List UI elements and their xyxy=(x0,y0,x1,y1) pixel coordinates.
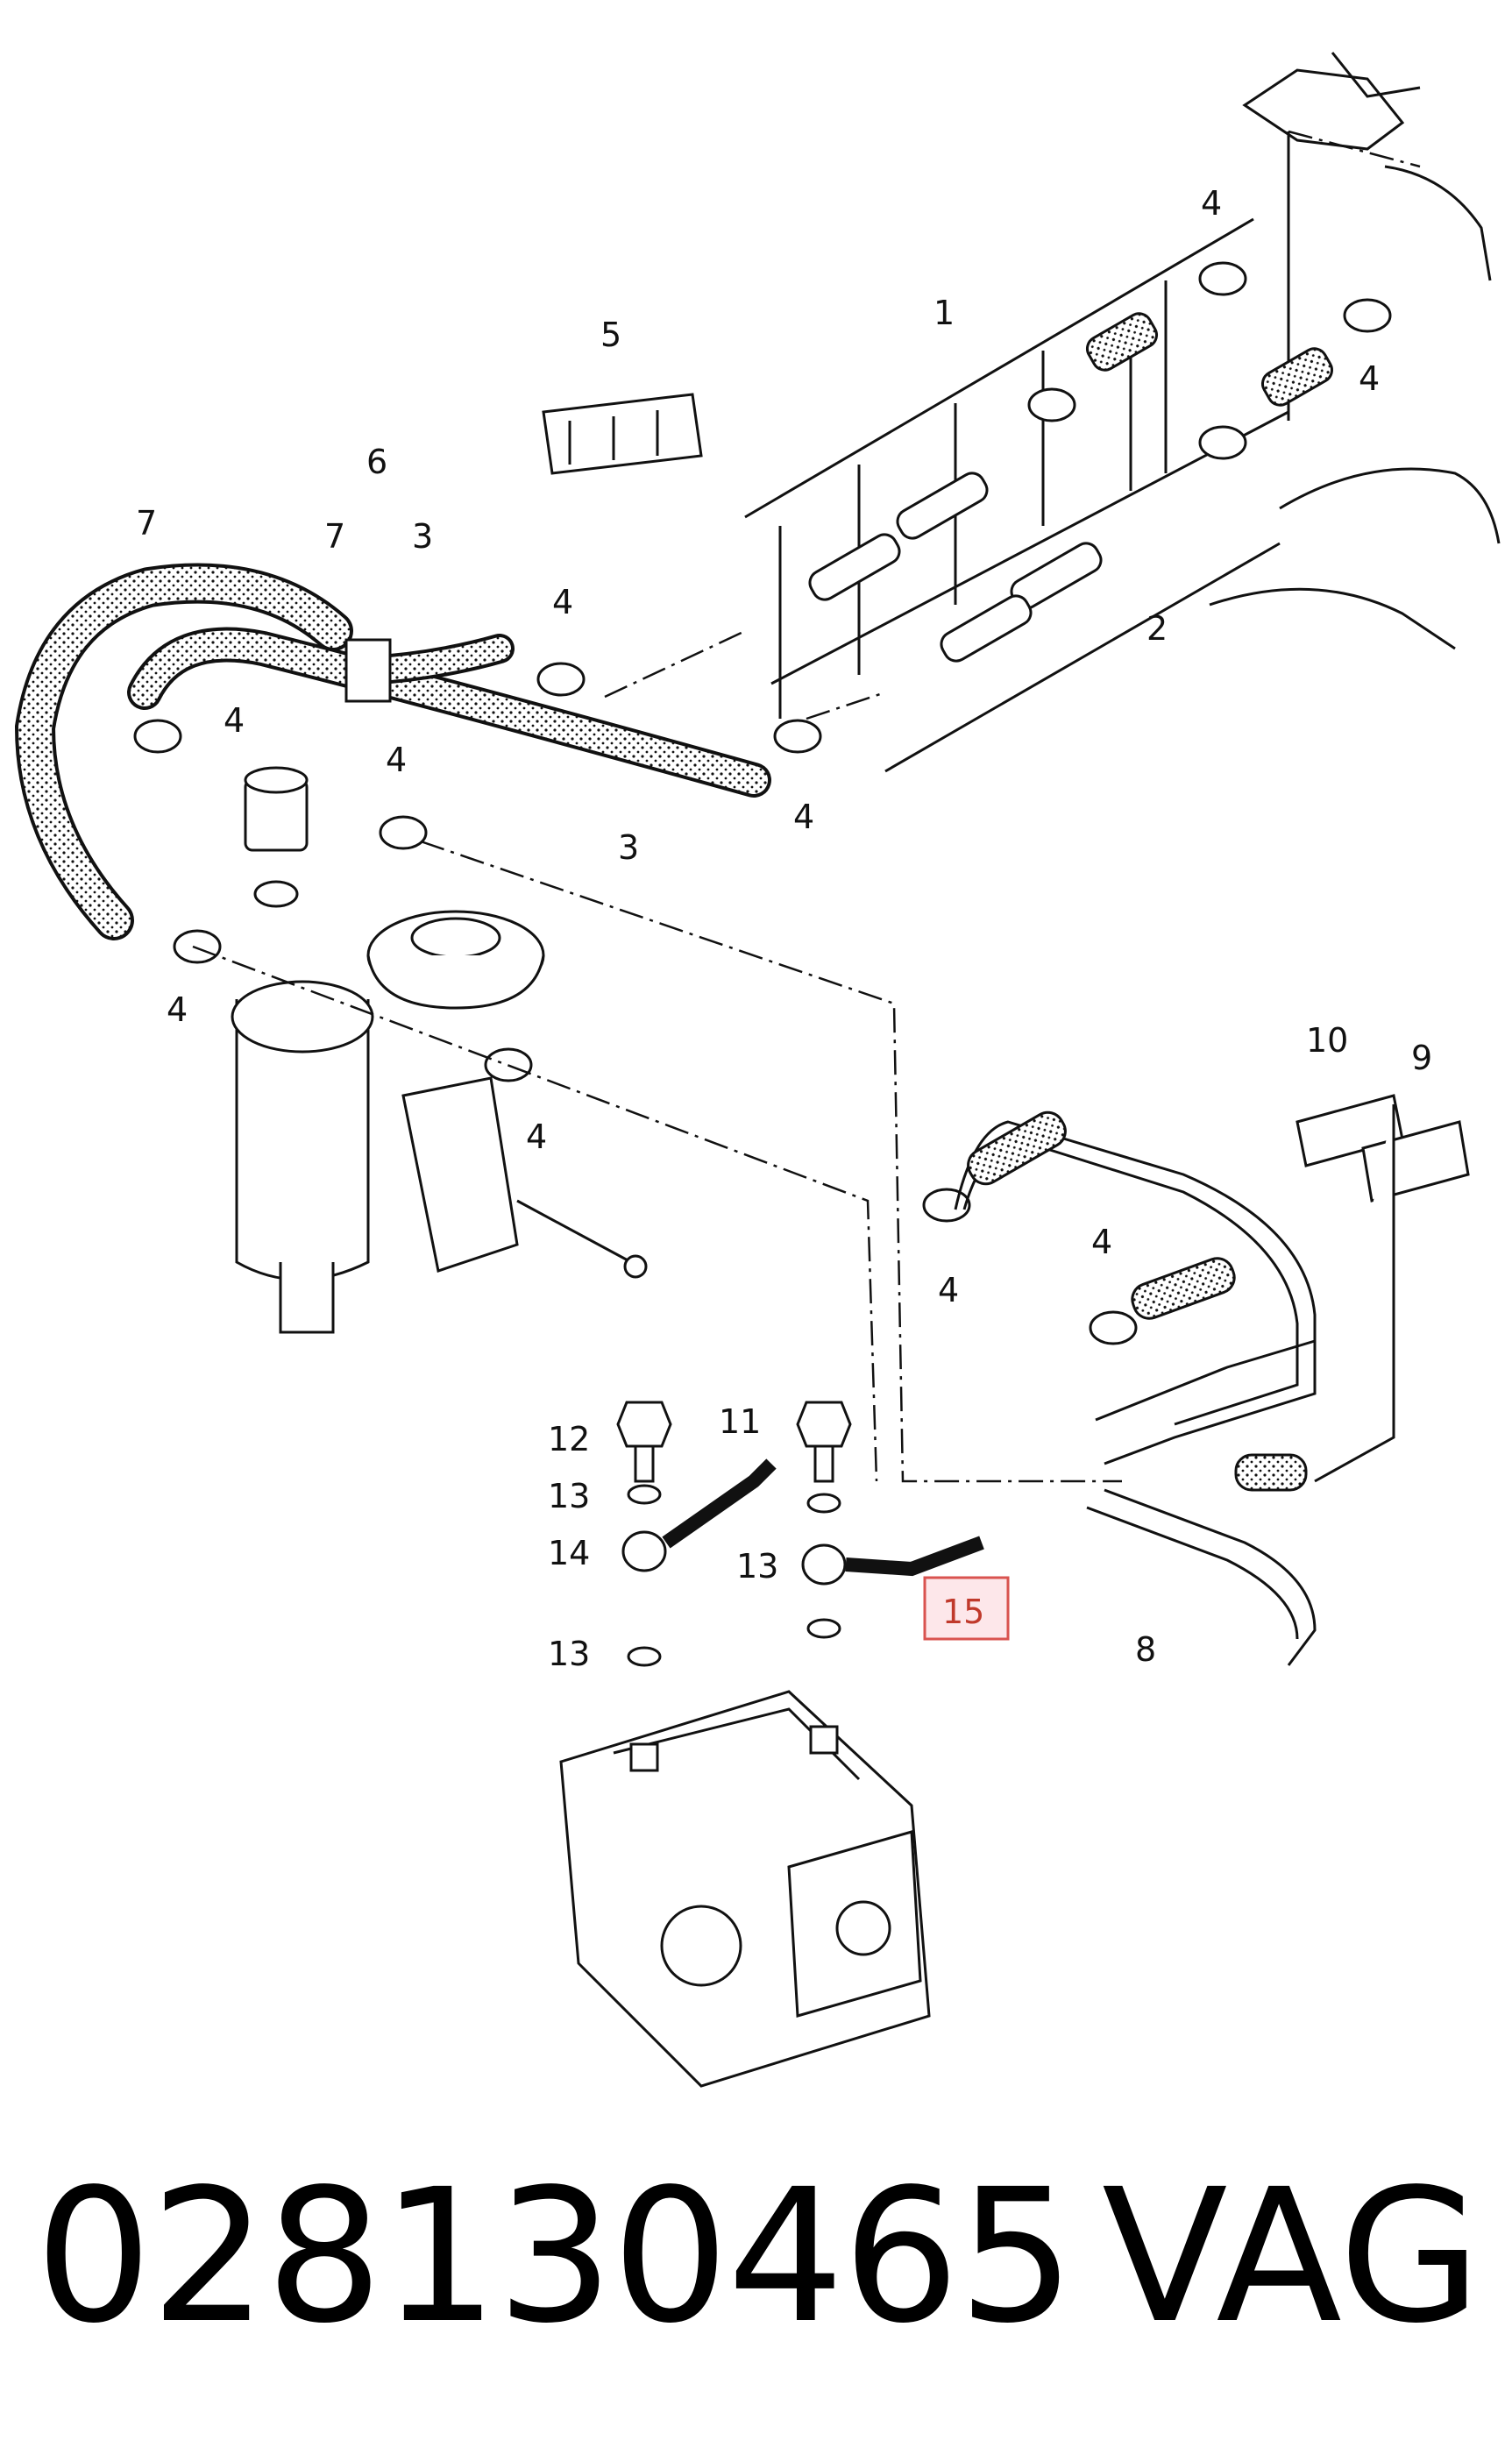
callout-4: 4 xyxy=(224,701,245,740)
callout-6: 6 xyxy=(366,443,387,481)
leader-lines xyxy=(192,130,1421,1483)
callout-7: 7 xyxy=(136,504,157,543)
filter-cap xyxy=(366,910,545,1010)
callout-4: 4 xyxy=(1201,184,1222,223)
footer: 028130465 VAG xyxy=(35,2165,1490,2375)
hose-7 xyxy=(14,563,353,940)
callout-labels: 1 2 3 3 4 4 4 4 4 4 4 4 4 4 4 5 6 7 7 8 … xyxy=(136,184,1432,1673)
callout-2: 2 xyxy=(1146,609,1168,648)
callout-13: 13 xyxy=(548,1635,590,1673)
callout-13: 13 xyxy=(548,1477,590,1515)
callout-14: 14 xyxy=(548,1534,590,1572)
callout-4: 4 xyxy=(938,1271,959,1309)
callout-9: 9 xyxy=(1411,1039,1432,1077)
engine-outline xyxy=(1209,52,1501,650)
fuel-filter xyxy=(231,766,648,1334)
brand-label: VAG xyxy=(1102,2149,1481,2364)
callout-5: 5 xyxy=(600,316,621,354)
hose-segments-8 xyxy=(967,1110,1308,1492)
clip-5 xyxy=(542,393,703,475)
callout-1: 1 xyxy=(933,294,955,332)
clamp-band-6 xyxy=(344,638,392,703)
callout-3: 3 xyxy=(618,828,639,867)
callout-15-highlight: 15 xyxy=(923,1576,1010,1641)
banjo-fittings xyxy=(616,1401,984,1667)
callout-4: 4 xyxy=(1359,359,1380,398)
callout-12: 12 xyxy=(548,1420,590,1458)
callout-4: 4 xyxy=(1091,1223,1112,1261)
callout-4: 4 xyxy=(526,1117,547,1156)
parts-diagram: 1 2 3 3 4 4 4 4 4 4 4 4 4 4 4 5 6 7 7 8 … xyxy=(14,52,1501,2088)
pipe-segments xyxy=(808,312,1334,663)
injection-pump xyxy=(559,1690,931,2088)
hose-clamps xyxy=(133,261,1392,1345)
part-number: 028130465 xyxy=(35,2149,1075,2364)
callout-4: 4 xyxy=(386,741,407,779)
callout-4: 4 xyxy=(552,583,573,621)
clips-9-10 xyxy=(1295,1094,1470,1483)
callout-11: 11 xyxy=(719,1402,761,1441)
callout-13: 13 xyxy=(736,1547,778,1586)
highlight-box xyxy=(923,1576,1010,1641)
callout-15: 15 xyxy=(942,1593,984,1631)
callout-4: 4 xyxy=(167,990,188,1029)
callout-4: 4 xyxy=(793,798,814,836)
callout-7: 7 xyxy=(324,517,345,556)
callout-10: 10 xyxy=(1306,1021,1348,1060)
callout-3: 3 xyxy=(412,517,433,556)
callout-8: 8 xyxy=(1135,1630,1156,1669)
